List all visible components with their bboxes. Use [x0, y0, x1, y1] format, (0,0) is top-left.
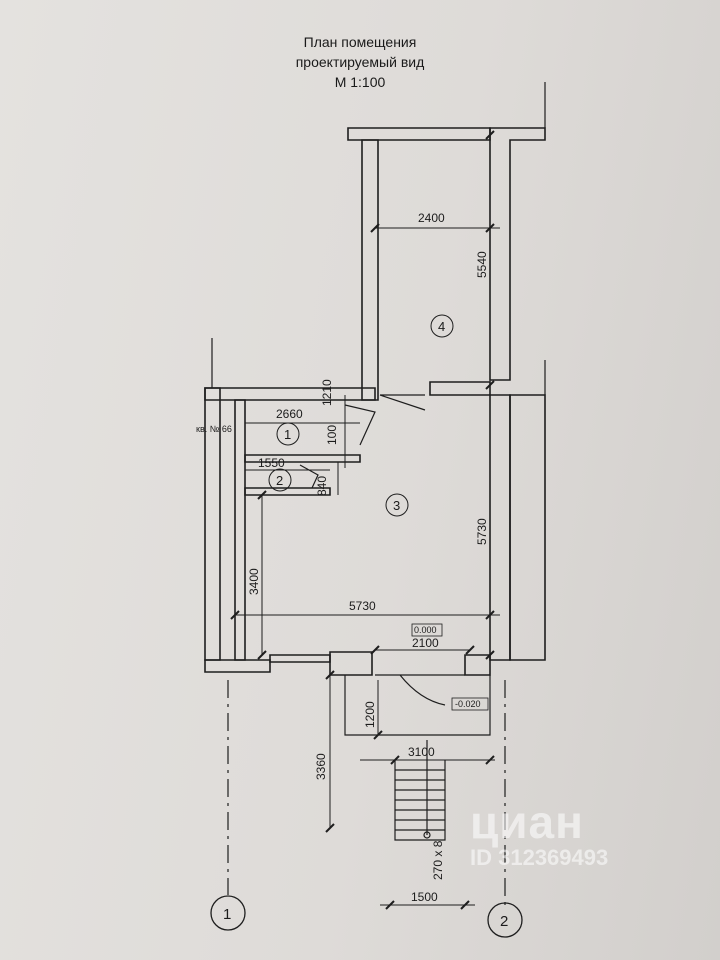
- room-3-number: 3: [393, 498, 400, 513]
- dim-stair-3100: 3100: [408, 745, 435, 759]
- room-markers: 1 2 3 4: [268, 314, 454, 517]
- dim-3400: 3400: [247, 568, 261, 595]
- plan-title: План помещения проектируемый вид М 1:100: [230, 32, 490, 92]
- door-room1: [344, 404, 376, 446]
- wall-bottom-left: [204, 659, 271, 673]
- axis-1-label: 1: [223, 906, 231, 923]
- room-4-number: 4: [438, 319, 445, 334]
- dim-stair-1500: 1500: [411, 890, 438, 904]
- level-floor-box: [411, 623, 443, 637]
- door-entrance: [375, 674, 465, 706]
- title-line-2: проектируемый вид: [295, 54, 425, 70]
- wall-room4-right: [489, 127, 546, 381]
- door-room2: [299, 464, 319, 489]
- dim-room1-depth: 100: [325, 425, 339, 445]
- grid-lines: [211, 82, 546, 395]
- neighbor-apartment-label: кв. № 66: [196, 424, 232, 434]
- wall-inner-left: [234, 399, 246, 661]
- room-2-number: 2: [276, 473, 283, 488]
- level-porch: -0.020: [455, 699, 481, 709]
- dim-porch-1200: 1200: [363, 701, 377, 728]
- title-line-1: План помещения: [303, 34, 417, 50]
- wall-top-room1: [204, 387, 376, 401]
- dim-room2-width: 1550: [258, 456, 285, 470]
- watermark: циан ID 312369493: [470, 795, 710, 871]
- watermark-brand: циан: [470, 796, 584, 848]
- dimension-ticks: [230, 130, 495, 910]
- dim-porch-3360: 3360: [314, 753, 328, 780]
- room-3-marker: [385, 493, 409, 517]
- axis-1-bubble: [210, 895, 246, 931]
- room-4-marker: [430, 314, 454, 338]
- room-2-marker: [268, 468, 292, 492]
- wall-bottom-mid: [269, 654, 331, 663]
- doors: [299, 394, 465, 706]
- wall-room4-bottom: [429, 381, 491, 396]
- axis-2-bubble: [487, 902, 523, 938]
- wall-room4-top: [347, 127, 491, 141]
- title-line-3: М 1:100: [334, 74, 386, 90]
- dim-stair-steps: 270 x 8: [431, 840, 445, 880]
- wall-bottom-pier: [329, 651, 373, 676]
- wall-right-outer: [509, 394, 546, 661]
- dim-room2-depth: 840: [315, 476, 329, 496]
- wall-room3-right: [489, 394, 511, 661]
- wall-room1-room2: [244, 454, 361, 463]
- axis-2-label: 2: [500, 913, 508, 930]
- dim-entrance: 2100: [412, 636, 439, 650]
- door-room4: [379, 394, 426, 411]
- dim-room4-length: 5540: [475, 251, 489, 278]
- dim-room1-width: 2660: [276, 407, 303, 421]
- wall-room2-room3: [244, 487, 331, 496]
- porch-outline: [344, 675, 491, 736]
- level-porch-box: [451, 697, 489, 711]
- axis-lines: [227, 680, 506, 905]
- room-1-marker: [276, 422, 300, 446]
- dim-room4-width: 2400: [418, 211, 445, 225]
- porch: [344, 675, 491, 841]
- level-floor: 0.000: [414, 625, 437, 635]
- room-1-number: 1: [284, 427, 291, 442]
- dim-room3-length: 5730: [475, 518, 489, 545]
- dim-room3-width: 5730: [349, 599, 376, 613]
- dim-1210: 1210: [320, 379, 334, 406]
- watermark-id: ID 312369493: [470, 845, 609, 870]
- dimension-lines: [235, 135, 500, 906]
- wall-room4-left: [361, 139, 379, 401]
